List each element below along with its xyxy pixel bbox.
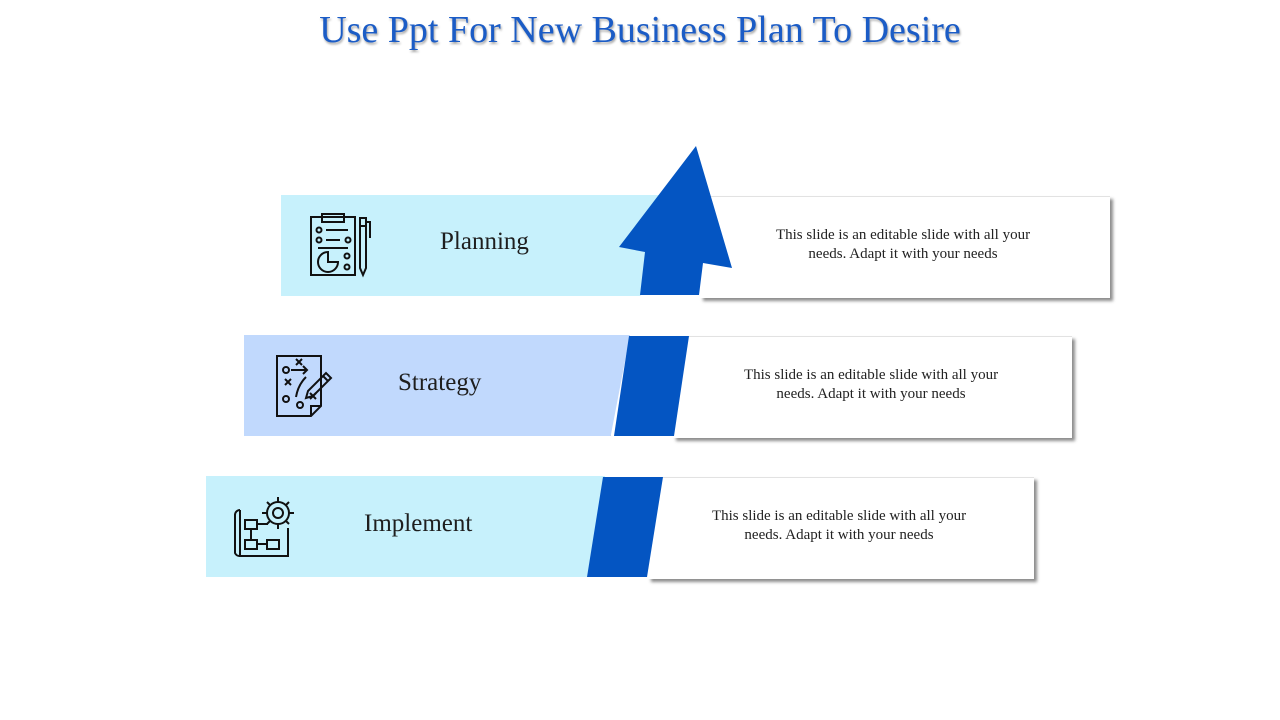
arrow-segment-implement — [587, 477, 663, 577]
description-box-implement — [648, 477, 1034, 579]
step-description-planning: This slide is an editable slide with all… — [775, 227, 1031, 262]
arrow-head — [619, 146, 732, 295]
step-label-planning: Planning — [440, 228, 529, 255]
implement-gear-blueprint-icon — [234, 497, 294, 557]
step-description-strategy: This slide is an editable slide with all… — [743, 367, 999, 402]
step-description-implement: This slide is an editable slide with all… — [711, 508, 967, 543]
description-box-strategy — [673, 336, 1072, 438]
description-box-planning — [700, 196, 1110, 298]
planning-clipboard-icon — [310, 213, 371, 278]
step-label-implement: Implement — [364, 510, 473, 537]
arrow-segment-strategy — [614, 336, 689, 436]
step-label-strategy: Strategy — [398, 369, 482, 396]
label-box-planning — [281, 195, 661, 296]
strategy-plan-icon — [276, 355, 333, 417]
slide-title: Use Ppt For New Business Plan To Desire — [319, 9, 961, 51]
label-box-implement — [206, 476, 605, 577]
label-box-strategy — [244, 335, 630, 436]
